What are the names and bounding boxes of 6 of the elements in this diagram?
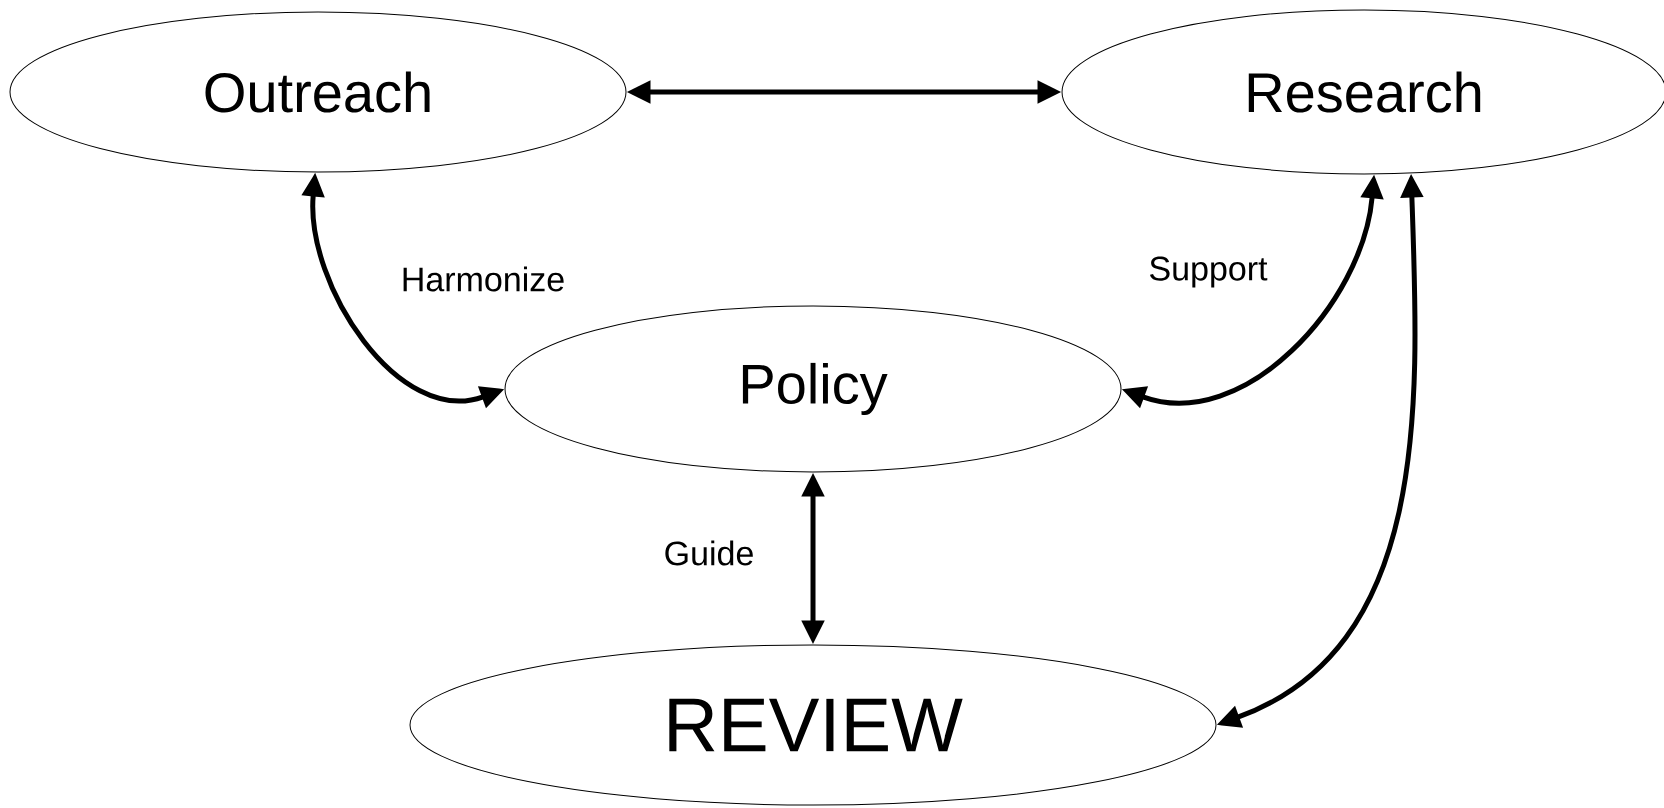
edge-label: Support <box>1146 254 1270 290</box>
edge-label: Guide <box>661 538 757 568</box>
edge-label: Harmonize <box>398 264 568 294</box>
ellipse-node: Outreach <box>9 11 627 173</box>
ellipse-node: Policy <box>504 305 1122 473</box>
ellipse-node: REVIEW <box>409 644 1217 806</box>
